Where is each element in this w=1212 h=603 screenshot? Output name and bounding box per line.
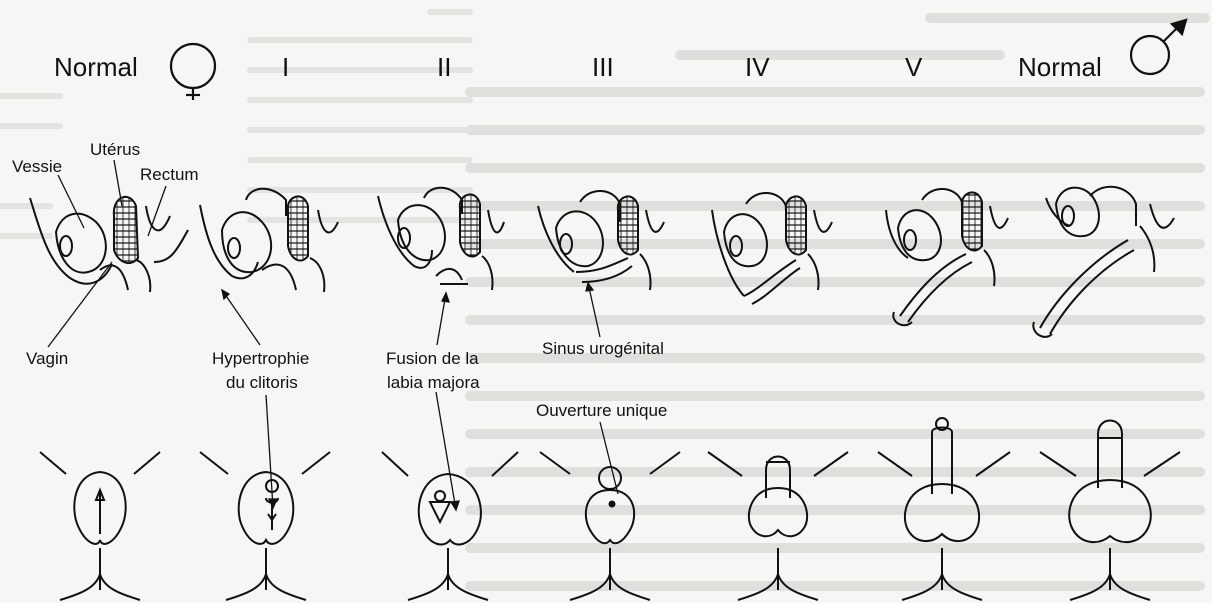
external-stage-1 <box>200 452 330 600</box>
female-symbol-icon <box>171 44 215 100</box>
label-hypertrophie-2: du clitoris <box>226 373 298 392</box>
stage-label-4: IV <box>745 52 770 82</box>
label-ouverture: Ouverture unique <box>536 401 667 420</box>
label-uterus: Utérus <box>90 140 140 159</box>
label-hypertrophie-1: Hypertrophie <box>212 349 309 368</box>
label-fusion-2: labia majora <box>387 373 480 392</box>
sagittal-normal-female <box>30 197 188 292</box>
external-normal-female <box>40 452 160 600</box>
stage-label-1: I <box>282 52 289 82</box>
male-symbol-icon <box>1131 20 1186 74</box>
label-rectum: Rectum <box>140 165 199 184</box>
stage-label-normal-male: Normal <box>1018 52 1102 82</box>
stage-label-3: III <box>592 52 614 82</box>
background-page-texture <box>0 12 1205 586</box>
stage-label-5: V <box>905 52 923 82</box>
label-fusion-1: Fusion de la <box>386 349 479 368</box>
label-sinus: Sinus urogénital <box>542 339 664 358</box>
label-vessie: Vessie <box>12 157 62 176</box>
sagittal-stage-1 <box>200 189 338 292</box>
label-vagin: Vagin <box>26 349 68 368</box>
stage-label-2: II <box>437 52 451 82</box>
stage-label-normal-female: Normal <box>54 52 138 82</box>
